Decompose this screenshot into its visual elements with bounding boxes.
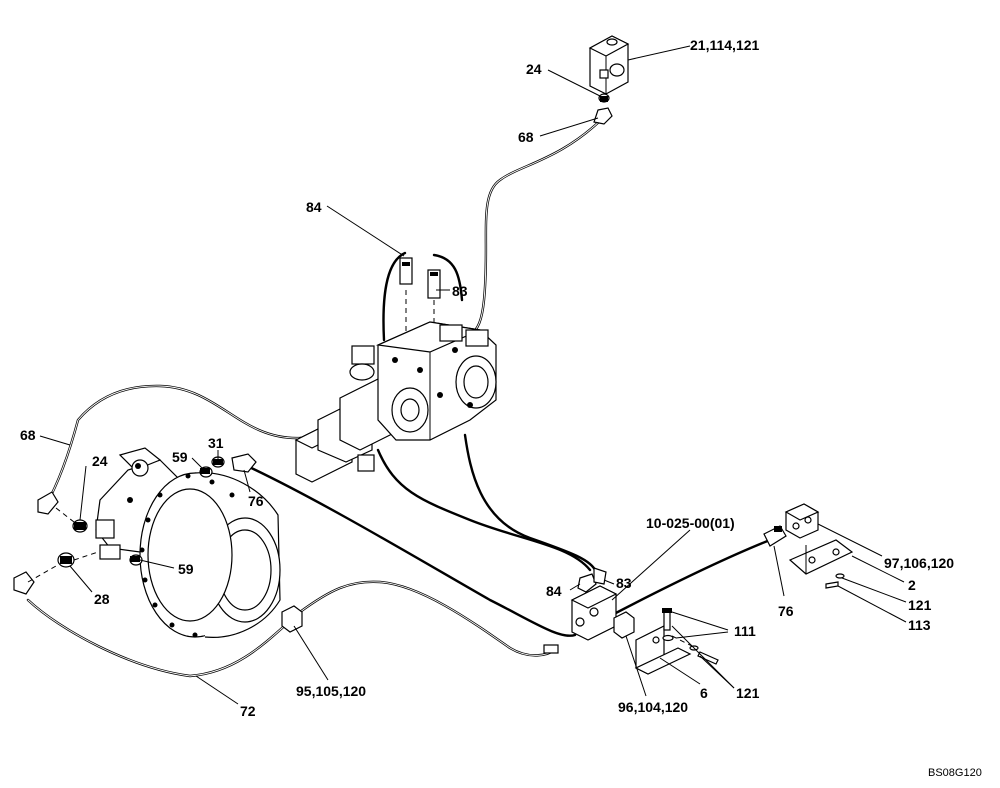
callout-111: 111 [734,623,756,639]
top-valve-block [588,35,630,125]
callout-59-bottom: 59 [178,561,194,577]
callout-68-top: 68 [518,129,534,145]
callout-83-bottom: 83 [616,575,632,591]
callout-113: 113 [908,617,931,633]
pump-assembly [294,257,497,483]
callout-76-left: 76 [248,493,264,509]
callout-68-left: 68 [20,427,36,443]
callout-labels: 21,114,121 24 68 84 83 68 24 59 31 76 59… [20,37,982,779]
callout-84-bottom: 84 [546,583,562,599]
callout-95-105-120: 95,105,120 [296,683,366,699]
callout-121-right: 121 [908,597,932,613]
callout-97-106-120: 97,106,120 [884,555,954,571]
travel-motor-assembly [95,447,281,638]
callout-21-114-121: 21,114,121 [690,37,760,53]
callout-84-top: 84 [306,199,322,215]
right-fittings [763,503,854,589]
leader-lines [39,45,907,705]
callout-28: 28 [94,591,110,607]
callout-76-right: 76 [778,603,794,619]
callout-31: 31 [208,435,224,451]
reference-code: BS08G120 [928,767,982,779]
callout-121-bottom: 121 [736,685,760,701]
hose-lines [26,116,772,678]
callout-6: 6 [700,685,708,701]
motor-fittings [13,453,257,595]
callout-2: 2 [908,577,916,593]
callout-96-104-120: 96,104,120 [618,699,688,715]
callout-24-left: 24 [92,453,108,469]
callout-59-top: 59 [172,449,188,465]
callout-10-025-00-01: 10-025-00(01) [646,515,735,531]
bracket-assembly [634,608,719,675]
callout-24-top: 24 [526,61,542,77]
lower-valve-block [281,567,635,654]
callout-72: 72 [240,703,256,719]
callout-83-top: 83 [452,283,468,299]
